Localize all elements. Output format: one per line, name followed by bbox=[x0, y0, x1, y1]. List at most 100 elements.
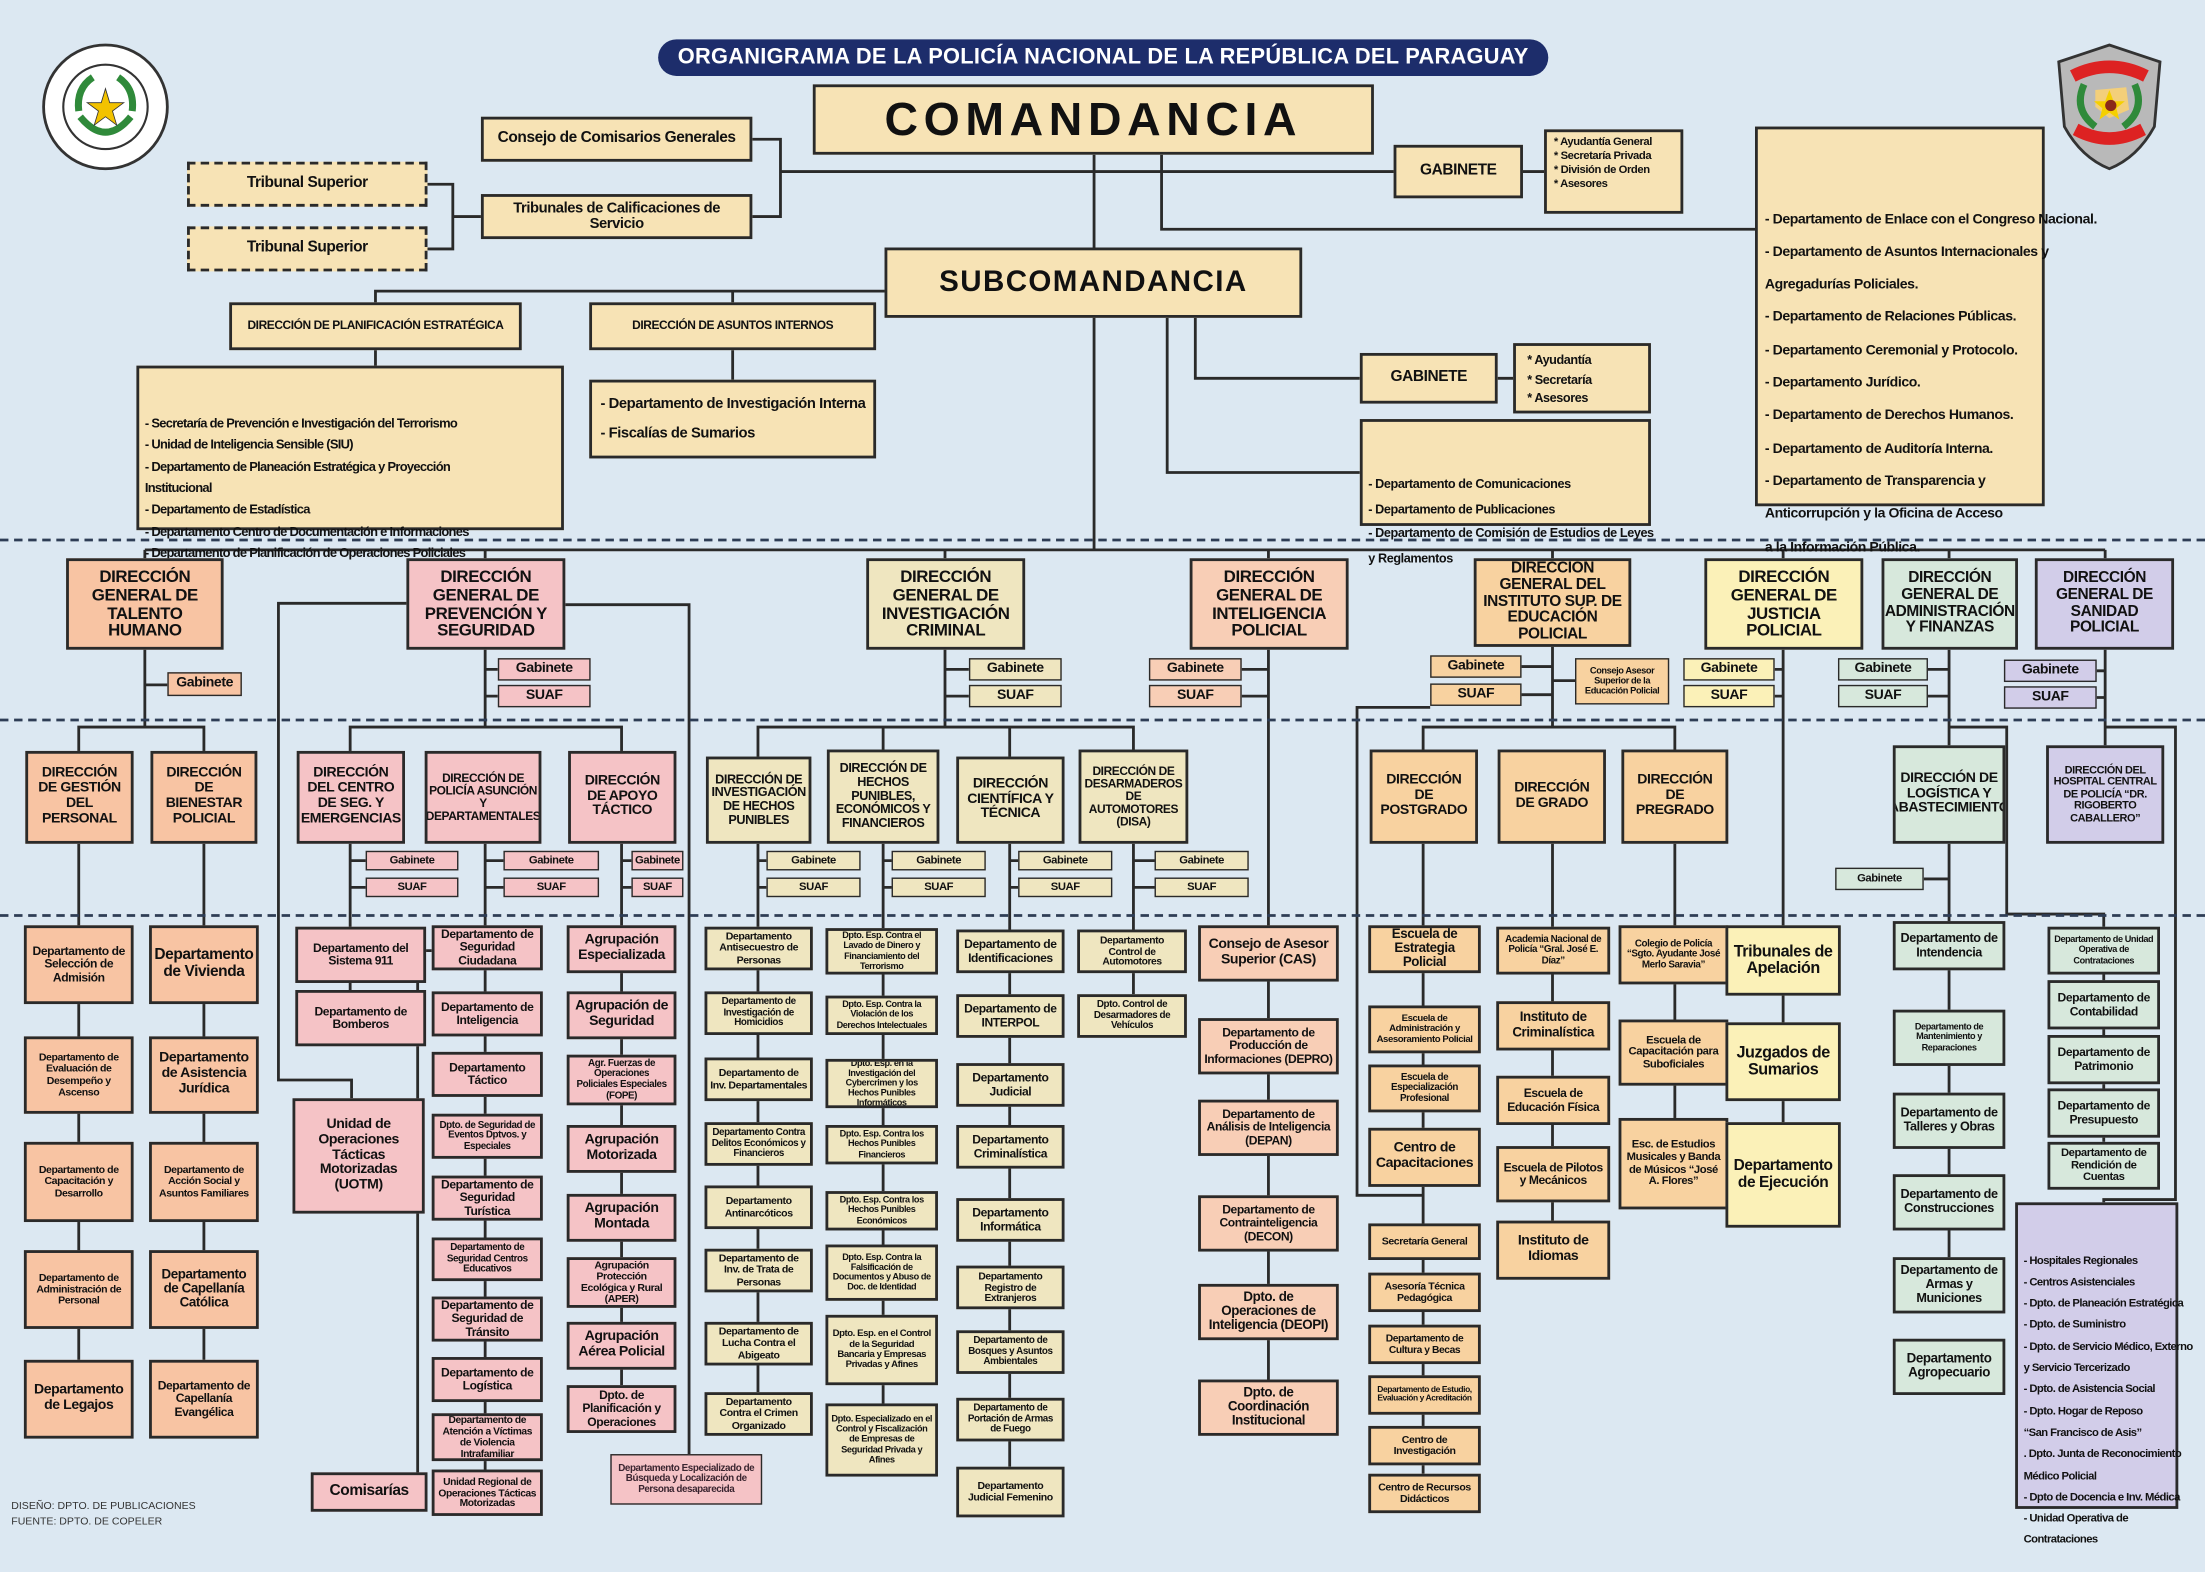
direccion-bienestar-box: DIRECCIÓN DE BIENESTAR POLICIAL bbox=[150, 750, 258, 844]
department-box: Dpto. Esp. en el Control de la Seguridad… bbox=[825, 1314, 938, 1386]
department-box: Departamento de Intendencia bbox=[1892, 921, 2006, 971]
list-item: y Servicio Tercerizado bbox=[2023, 1361, 2131, 1375]
department-box: Departamento Registro de Extranjeros bbox=[956, 1265, 1065, 1310]
gabinete-box: Gabinete bbox=[1154, 850, 1249, 871]
department-box: Departamento de Legajos bbox=[23, 1359, 134, 1439]
list-item: - Departamento de Enlace con el Congreso… bbox=[1764, 211, 2098, 228]
department-box: Departamento de Construcciones bbox=[1892, 1174, 2006, 1231]
list-item: - Dpto de Docencia e Inv. Médica bbox=[2023, 1490, 2181, 1504]
list-item: - Departamento de Comisión de Estudios d… bbox=[1368, 525, 1654, 540]
footer-source-credit: FUENTE: DPTO. DE COPELER bbox=[11, 1514, 163, 1528]
department-box: Departamento de Capellanía Católica bbox=[149, 1250, 259, 1329]
department-box: Departamento de Selección de Admisión bbox=[23, 925, 134, 1005]
department-box: Dpto. de Coordinación Institucional bbox=[1198, 1379, 1339, 1436]
list-item: - Secretaría de Prevención e Investigaci… bbox=[144, 415, 458, 431]
gabinete-box: Gabinete bbox=[497, 658, 591, 681]
department-box: Departamento de Mantenimiento y Reparaci… bbox=[1892, 1009, 2006, 1066]
department-box: Agrupación de Seguridad bbox=[566, 991, 677, 1040]
direccion-hechos-punibles-box: DIRECCIÓN DE INVESTIGACIÓN DE HECHOS PUN… bbox=[705, 756, 812, 844]
list-item: - Unidad Operativa de bbox=[2023, 1511, 2129, 1525]
gabinete-box: Gabinete bbox=[167, 672, 242, 697]
department-box: Colegio de Policía “Sgto. Ayudante José … bbox=[1618, 925, 1729, 985]
department-box: Departamento de Evaluación de Desempeño … bbox=[23, 1036, 134, 1114]
department-box: Esc. de Estudios Musicales y Banda de Mú… bbox=[1618, 1117, 1729, 1210]
direccion-pregrado-box: DIRECCIÓN DE PREGRADO bbox=[1621, 749, 1729, 844]
department-box: Departamento Judicial Femenino bbox=[956, 1466, 1065, 1518]
list-item: - Centros Asistenciales bbox=[2023, 1275, 2136, 1288]
level-divider bbox=[0, 718, 2205, 722]
department-box: Departamento de Armas y Municiones bbox=[1892, 1257, 2006, 1314]
list-item: “San Francisco de Asis” bbox=[2023, 1425, 2143, 1439]
consejo-comisarios-box: Consejo de Comisarios Generales bbox=[480, 116, 753, 162]
gabinete-box: Gabinete bbox=[1018, 850, 1113, 871]
level-divider bbox=[0, 914, 2205, 917]
gabinete-box: Gabinete bbox=[503, 850, 600, 871]
department-box: Dpto. de Planificación y Operaciones bbox=[566, 1385, 677, 1433]
department-box: Departamento Antinarcóticos bbox=[704, 1185, 813, 1230]
department-box: Agrupación Montada bbox=[566, 1193, 677, 1242]
department-box: Unidad Regional de Operaciones Tácticas … bbox=[431, 1469, 543, 1516]
list-item: - Departamento de Investigación Interna bbox=[600, 395, 866, 413]
department-box: Consejo de Asesor Superior (CAS) bbox=[1198, 925, 1339, 982]
list-item: Institucional bbox=[144, 480, 213, 496]
department-box: Departamento de Estudio, Evaluación y Ac… bbox=[1368, 1375, 1481, 1415]
list-item: y Reglamentos bbox=[1368, 550, 1453, 565]
department-box: Departamento de Cultura y Becas bbox=[1368, 1324, 1481, 1365]
list-item: a la Información Pública. bbox=[1764, 539, 1921, 555]
suaf-box: SUAF bbox=[497, 684, 591, 708]
department-box: Departamento Antisecuestro de Personas bbox=[704, 926, 813, 971]
department-box: Tribunales de Apelación bbox=[1725, 925, 1841, 996]
department-box: Departamento de Identificaciones bbox=[956, 929, 1065, 974]
department-box: Departamento de Análisis de Inteligencia… bbox=[1198, 1099, 1339, 1156]
dg-instituto-educacion-box: DIRECCIÓN GENERAL DEL INSTITUTO SUP. DE … bbox=[1473, 558, 1632, 647]
asuntos-internos-list: - Departamento de Investigación Interna-… bbox=[589, 379, 877, 459]
department-box: Departamento de Capellanía Evangélica bbox=[149, 1359, 259, 1439]
suaf-box: SUAF bbox=[2003, 686, 2097, 709]
department-box: Departamento de Ejecución bbox=[1725, 1122, 1841, 1228]
suaf-box: SUAF bbox=[766, 877, 861, 898]
list-item: Agregadurías Policiales. bbox=[1764, 277, 1919, 293]
gabinete-box: Gabinete bbox=[1835, 867, 1924, 891]
department-box: Departamento de Seguridad Ciudadana bbox=[431, 925, 543, 971]
department-box: Departamento de Inv. de Trata de Persona… bbox=[704, 1248, 813, 1293]
department-box: Instituto de Idiomas bbox=[1496, 1220, 1611, 1280]
department-box: Dpto. Esp. Contra los Hechos Punibles Fi… bbox=[825, 1125, 938, 1165]
department-box: Departamento de Bosques y Asuntos Ambien… bbox=[956, 1330, 1065, 1374]
department-box: Departamento Judicial bbox=[956, 1063, 1065, 1107]
direccion-logistica-box: DIRECCIÓN DE LOGÍSTICA Y ABASTECIMIENTO bbox=[1892, 745, 2006, 844]
gabinete-box: Gabinete bbox=[766, 850, 861, 871]
list-item: - Dpto. de Asistencia Social bbox=[2023, 1382, 2156, 1396]
list-item: * Ayudantía bbox=[1527, 352, 1592, 368]
department-box: Departamento de INTERPOL bbox=[956, 994, 1065, 1038]
police-badge-logo bbox=[2053, 42, 2166, 171]
dg-talento-humano-box: DIRECCIÓN GENERAL DE TALENTO HUMANO bbox=[66, 558, 224, 650]
list-item: * Asesores bbox=[1527, 390, 1588, 405]
department-box: Escuela de Especialización Profesional bbox=[1368, 1064, 1481, 1113]
suaf-box: SUAF bbox=[1683, 684, 1775, 708]
department-box: Secretaría General bbox=[1368, 1223, 1481, 1260]
list-item: - Unidad de Inteligencia Sensible (SIU) bbox=[144, 437, 354, 452]
list-item: - Departamento de Planificación de Opera… bbox=[144, 545, 466, 561]
list-item: - Hospitales Regionales bbox=[2023, 1253, 2139, 1267]
department-box: Dpto. Especializado en el Control y Fisc… bbox=[825, 1403, 938, 1477]
level-divider bbox=[0, 538, 2205, 542]
dg-administracion-finanzas-box: DIRECCIÓN GENERAL DE ADMINISTRACIÓN Y FI… bbox=[1881, 558, 2018, 650]
department-box: Departamento de Seguridad Centros Educat… bbox=[431, 1237, 543, 1282]
departamentos-subcomandancia-list: - Departamento de Comunicaciones- Depart… bbox=[1359, 419, 1654, 565]
suaf-box: SUAF bbox=[503, 877, 600, 898]
list-item: - Departamento de Publicaciones bbox=[1368, 501, 1555, 516]
department-box: Departamento de Inteligencia bbox=[431, 991, 543, 1037]
department-box: Departamento de Logística bbox=[431, 1357, 543, 1403]
direccion-gestion-personal-box: DIRECCIÓN DE GESTIÓN DEL PERSONAL bbox=[25, 750, 134, 844]
suaf-box: SUAF bbox=[1148, 684, 1242, 708]
dg-justicia-box: DIRECCIÓN GENERAL DE JUSTICIA POLICIAL bbox=[1704, 558, 1864, 650]
org-chart: ORGANIGRAMA DE LA POLICÍA NACIONAL DE LA… bbox=[0, 39, 2205, 1547]
gabinete-comandancia-box: GABINETE bbox=[1393, 144, 1523, 199]
suaf-box: SUAF bbox=[891, 877, 986, 898]
department-box: Departamento de Investigación de Homicid… bbox=[704, 991, 813, 1035]
gabinete-box: Gabinete bbox=[1148, 658, 1242, 681]
dg-investigacion-criminal-box: DIRECCIÓN GENERAL DE INVESTIGACIÓN CRIMI… bbox=[866, 558, 1026, 650]
list-item: - Departamento Ceremonial y Protocolo. bbox=[1764, 342, 2018, 359]
tribunal-superior-box: Tribunal Superior bbox=[187, 226, 428, 272]
list-item: - Dpto. de Planeación Estratégica bbox=[2023, 1296, 2184, 1310]
